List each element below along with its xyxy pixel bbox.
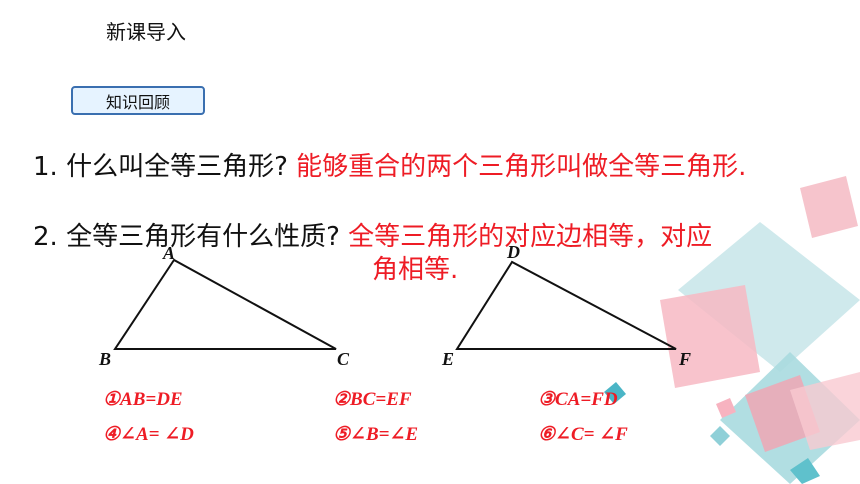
answer-2-text-line2: 角相等.: [372, 255, 459, 285]
knowledge-review-badge: 知识回顾: [71, 86, 205, 115]
property-3: ③CA=FD: [538, 389, 618, 410]
property-6: ⑥∠C= ∠F: [538, 424, 628, 445]
question-2: 2. 全等三角形有什么性质? 全等三角形的对应边相等，对应: [33, 216, 712, 253]
triangle-abc: [113, 258, 337, 350]
property-1: ①AB=DE: [103, 389, 183, 410]
property-5: ⑤∠B=∠E: [333, 424, 419, 445]
vertex-label-e: E: [442, 349, 455, 369]
deco-teal-bottom: [790, 458, 820, 484]
vertex-label-f: F: [679, 349, 692, 369]
question-2-text: 2. 全等三角形有什么性质?: [33, 222, 340, 252]
triangle-def: [455, 260, 677, 350]
question-1: 1. 什么叫全等三角形? 能够重合的两个三角形叫做全等三角形.: [33, 146, 746, 183]
question-1-text: 1. 什么叫全等三角形?: [33, 152, 288, 182]
vertex-label-b: B: [99, 349, 112, 369]
vertex-label-d: D: [507, 242, 520, 262]
deco-teal-large: [678, 222, 860, 372]
answer-1-text: 能够重合的两个三角形叫做全等三角形.: [296, 152, 747, 182]
deco-teal-tiny: [710, 426, 730, 446]
deco-pink-small: [716, 398, 736, 418]
answer-2-text-line1: 全等三角形的对应边相等，对应: [348, 222, 713, 252]
property-4: ④∠A= ∠D: [103, 424, 194, 445]
deco-teal-small: [604, 382, 626, 404]
vertex-label-a: A: [163, 243, 176, 263]
deco-pink-square-top: [800, 176, 858, 238]
property-2: ②BC=EF: [333, 389, 412, 410]
section-title: 新课导入: [106, 20, 186, 44]
deco-pink-large: [660, 285, 760, 388]
vertex-label-c: C: [337, 349, 350, 369]
deco-pink-right: [790, 372, 860, 450]
